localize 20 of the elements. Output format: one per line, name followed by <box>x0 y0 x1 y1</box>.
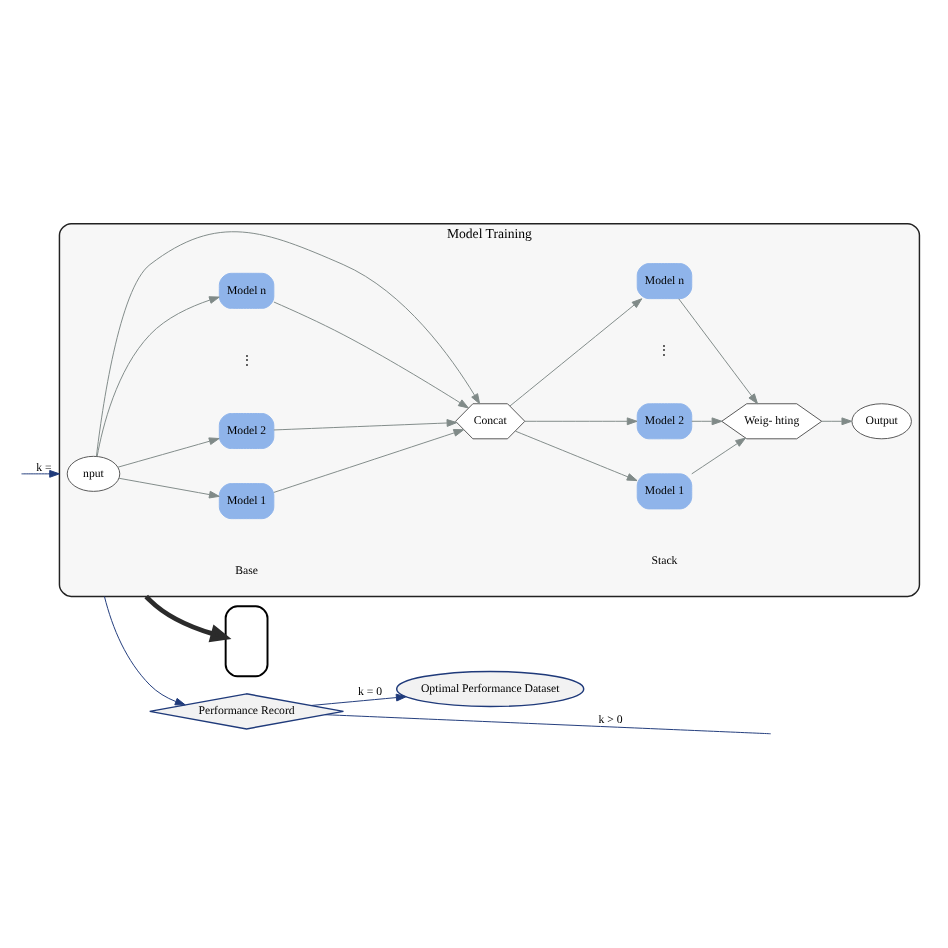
arrow <box>117 436 220 467</box>
arrow <box>509 297 643 406</box>
arrow <box>678 297 758 404</box>
connector <box>324 713 772 734</box>
arrow <box>515 429 638 481</box>
arrow <box>95 230 481 456</box>
arrow <box>21 468 60 477</box>
arrow <box>273 300 469 408</box>
arrow <box>821 416 853 425</box>
node-box <box>224 604 269 677</box>
arrow <box>691 436 746 474</box>
arrow <box>96 295 220 456</box>
arrow <box>118 476 220 498</box>
arrow <box>310 692 407 705</box>
arrow <box>273 428 465 492</box>
arrow <box>144 593 232 642</box>
arrow <box>691 416 723 425</box>
arrow <box>103 595 186 705</box>
arrow <box>524 416 638 425</box>
arrow <box>273 418 458 430</box>
